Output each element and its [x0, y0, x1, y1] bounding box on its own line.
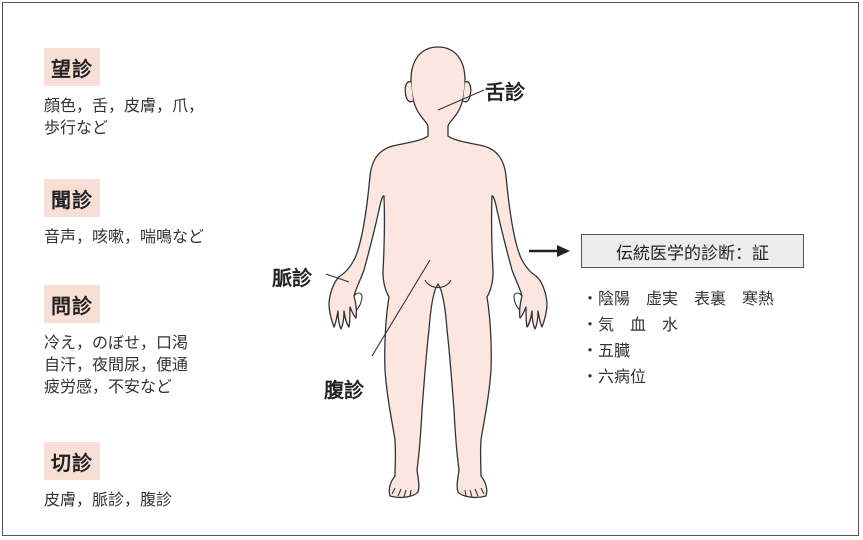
leader-abdomen — [371, 259, 431, 357]
category-bunshin: 聞診 音声，咳嗽，喘鳴など — [44, 179, 204, 248]
leader-tongue — [437, 89, 485, 111]
category-description: 冷え，のぼせ，口渇 自汗，夜間尿，便通 疲労感，不安など — [44, 333, 189, 396]
category-description: 音声，咳嗽，喘鳴など — [44, 227, 205, 246]
category-title: 聞診 — [44, 179, 100, 217]
arrow-to-diagnosis — [529, 245, 570, 257]
category-description: 顔色，舌，皮膚，爪， 歩行など — [44, 96, 205, 137]
diagnosis-item: ・五臓 — [582, 341, 631, 360]
category-bosin: 望診 顔色，舌，皮膚，爪， 歩行など — [44, 48, 204, 139]
category-sesshin: 切診 皮膚，脈診，腹診 — [44, 442, 172, 511]
category-title: 問診 — [44, 285, 100, 323]
diagnosis-item: ・陰陽 虚実 表裏 寒熱 — [582, 289, 775, 308]
category-title: 望診 — [44, 48, 100, 86]
category-title: 切診 — [44, 442, 100, 480]
label-tongue-diagnosis: 舌診 — [485, 80, 525, 104]
left-toes — [391, 487, 412, 498]
label-abdominal-diagnosis: 腹診 — [324, 378, 364, 402]
body-silhouette — [328, 46, 548, 499]
category-monshin: 問診 冷え，のぼせ，口渇 自汗，夜間尿，便通 疲労感，不安など — [44, 285, 188, 398]
diagnosis-item: ・気 血 水 — [582, 315, 679, 334]
diagnosis-list: ・陰陽 虚実 表裏 寒熱 ・気 血 水 ・五臓 ・六病位 — [582, 286, 774, 390]
diagnosis-box: 伝統医学的診断：証 — [581, 234, 804, 268]
leader-pulse — [325, 273, 350, 283]
diagnosis-item: ・六病位 — [582, 367, 647, 386]
category-description: 皮膚，脈診，腹診 — [44, 490, 173, 509]
right-toes — [464, 487, 485, 498]
left-thumb — [353, 292, 363, 311]
right-thumb — [513, 292, 523, 311]
ear-left — [404, 81, 414, 103]
pelvis-curve — [424, 279, 452, 289]
label-pulse-diagnosis: 脈診 — [272, 266, 312, 290]
